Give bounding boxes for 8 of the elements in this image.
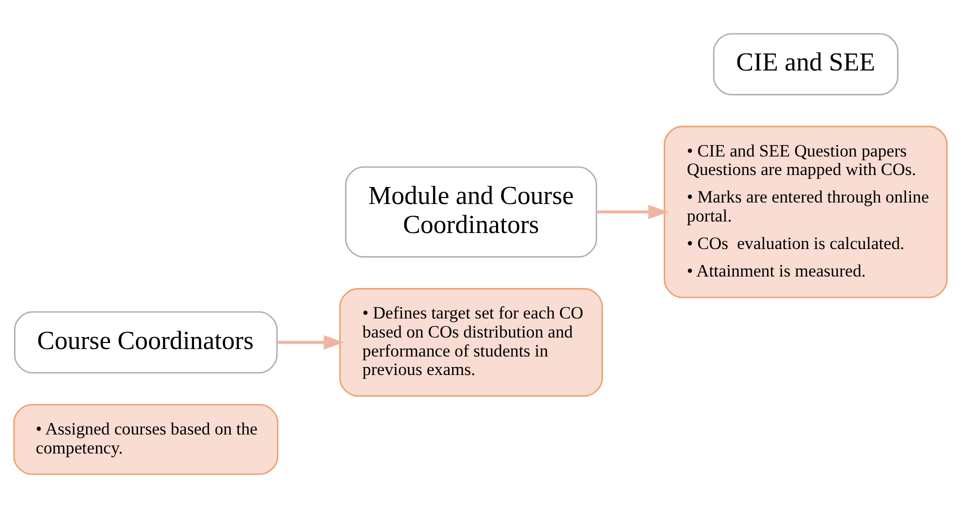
node-box: CIE and SEE	[713, 33, 898, 96]
arrow	[277, 335, 344, 350]
node-box: • Defines target set for each CO based on COs distribution and performance of students in previous exams.	[339, 288, 603, 397]
node-box: Module and Course Coordinators	[345, 166, 598, 258]
node-box: • Assigned courses based on the competency.	[13, 404, 278, 475]
node-box: Course Coordinators	[14, 311, 278, 374]
node-box: • CIE and SEE Question papers Questions are mapped with COs. • Marks are entered through online portal. • COs evaluation is calculated. • Attainment is measured.	[664, 126, 948, 298]
arrow	[596, 204, 669, 220]
